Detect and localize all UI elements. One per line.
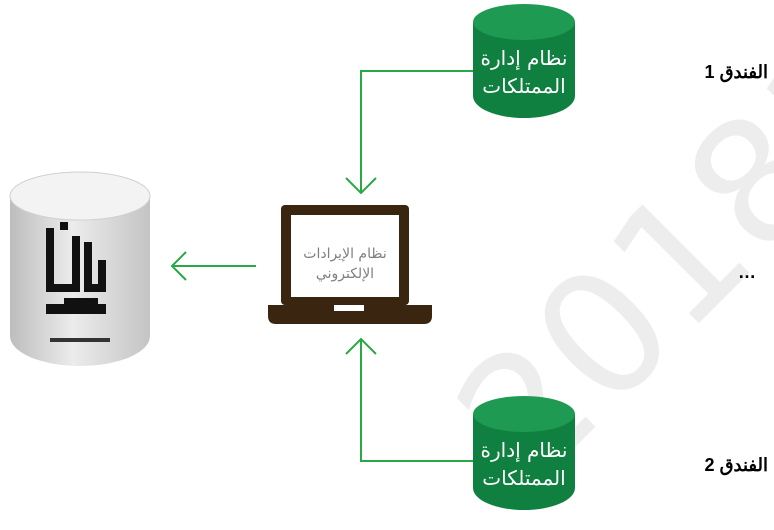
laptop-screen-label: نظام الإيرادات الإلكتروني [285, 244, 405, 284]
arrow-top-to-laptop [345, 70, 473, 195]
hotel-2-label: الفندق 2 [704, 455, 768, 475]
ministry-logo-icon [46, 222, 110, 342]
laptop-line2: الإلكتروني [315, 266, 375, 282]
laptop-icon [268, 205, 432, 324]
pms-top-line2: الممتلكات [482, 74, 566, 98]
ellipsis-label: … [738, 262, 756, 282]
hotel-1-label: الفندق 1 [704, 62, 768, 82]
pms-top-label: نظام إدارة الممتلكات [472, 44, 576, 100]
pms-bottom-label: نظام إدارة الممتلكات [472, 436, 576, 492]
pms-database-top [473, 4, 575, 118]
pms-database-bottom [473, 396, 575, 510]
pms-bottom-line2: الممتلكات [482, 466, 566, 490]
pms-bottom-line1: نظام إدارة [480, 438, 568, 462]
pms-top-line1: نظام إدارة [480, 46, 568, 70]
arrow-bottom-to-laptop [345, 337, 473, 462]
laptop-line1: نظام الإيرادات [303, 246, 387, 262]
arrow-laptop-to-ministry [170, 251, 256, 281]
